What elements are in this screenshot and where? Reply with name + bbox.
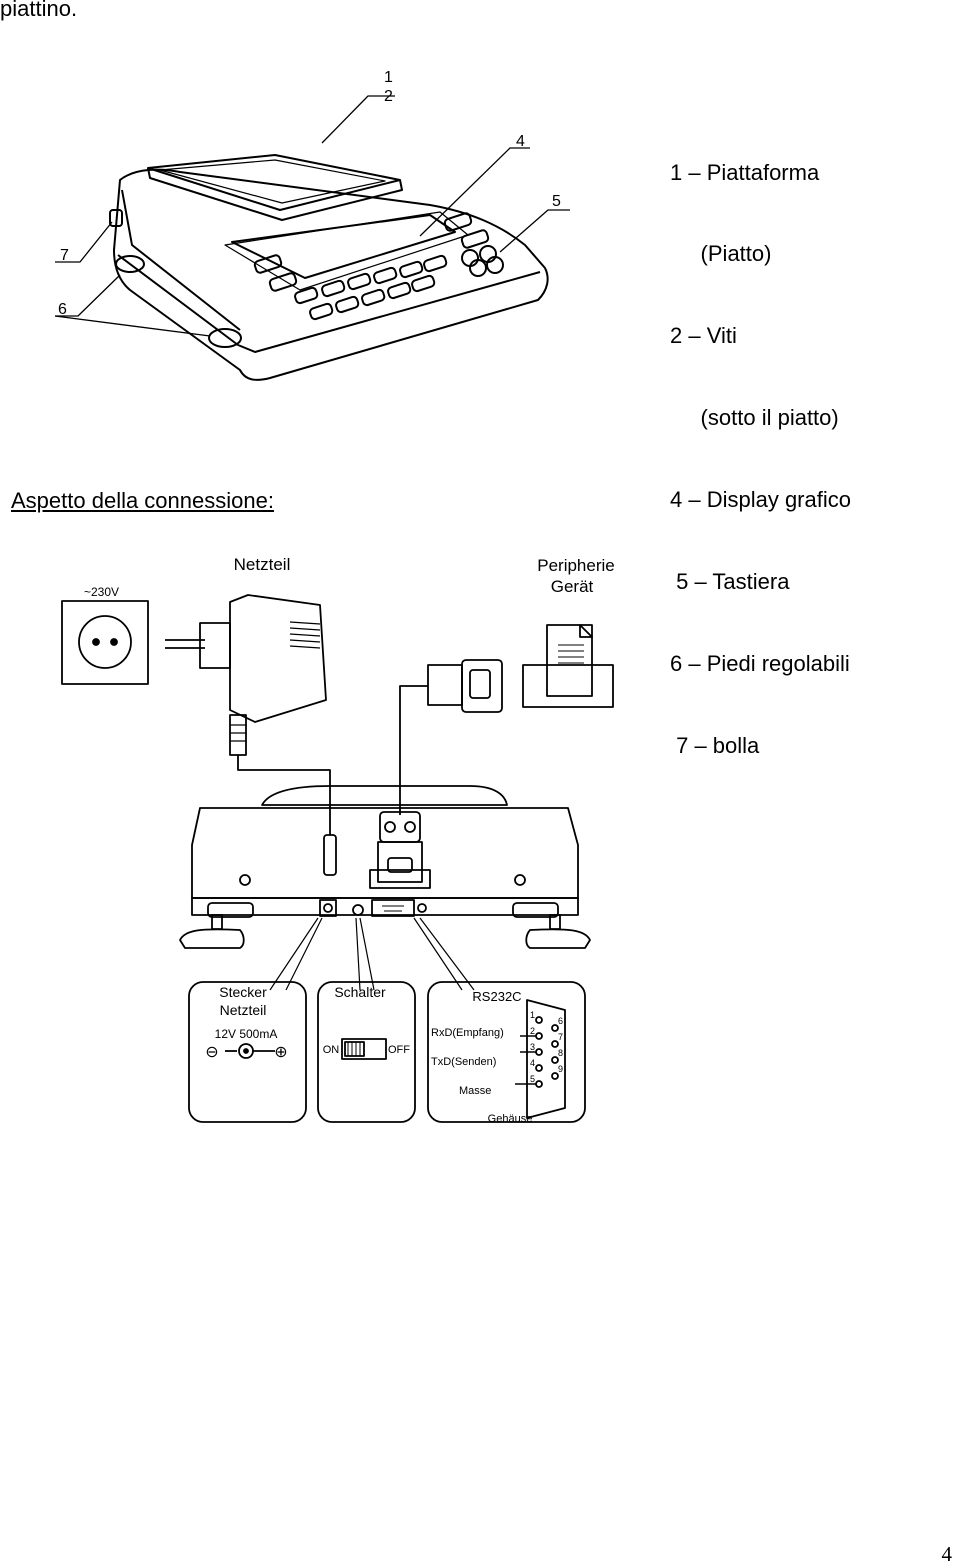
legend-item: 6 – Piedi regolabili <box>670 650 850 676</box>
legend-item: 2 – Viti <box>670 323 737 349</box>
pin-label: 4 <box>530 1058 535 1068</box>
legend-item: 4 – Display grafico <box>670 487 851 513</box>
legend-item: 7 – bolla <box>670 732 760 758</box>
callout-5: 5 <box>552 193 561 210</box>
rs232-title: RS232C <box>472 989 521 1004</box>
legend-item: (sotto il piatto) <box>670 405 839 431</box>
peripheral-device-label: Gerät <box>551 577 594 596</box>
voltage-label: ~230V <box>84 585 119 599</box>
pin-label: 1 <box>530 1010 535 1020</box>
rs232-panel <box>427 981 586 1123</box>
legend-item: (Piatto) <box>670 241 772 267</box>
pin-label: 7 <box>558 1032 563 1042</box>
switch-on-label: ON <box>323 1044 340 1056</box>
callout-2: 2 <box>384 88 393 105</box>
pin-label: 2 <box>530 1026 535 1036</box>
pin-label: 8 <box>558 1048 563 1058</box>
legend-item: 1 – Piattaforma <box>670 159 820 185</box>
txd-label: TxD(Senden) <box>431 1056 496 1068</box>
callout-7: 7 <box>60 247 69 264</box>
callout-1: 1 <box>384 69 393 86</box>
legend-item: 5 – Tastiera <box>670 569 790 595</box>
power-supply-label: Netzteil <box>234 555 291 574</box>
switch-title: Schalter <box>334 984 386 1000</box>
connection-diagram: Netzteil ~230V Peripherie Gerät Stecker … <box>61 555 615 1125</box>
ground-label: Masse <box>459 1085 491 1097</box>
plug-rating: 12V 500mA <box>215 1027 278 1041</box>
plug-panel <box>188 981 307 1123</box>
switch-panel <box>317 981 416 1123</box>
balance-figure: 1 2 4 5 7 6 <box>54 69 570 381</box>
callout-6: 6 <box>58 301 67 318</box>
plug-title: Stecker <box>219 984 267 1000</box>
pin-label: 5 <box>530 1074 535 1084</box>
rxd-label: RxD(Empfang) <box>431 1027 504 1039</box>
pin-label: 3 <box>530 1042 535 1052</box>
parts-legend: 1 – Piattaforma (Piatto) 2 – Viti (sotto… <box>670 104 851 786</box>
plug-subtitle: Netzteil <box>220 1002 267 1018</box>
pin-label: 9 <box>558 1064 563 1074</box>
peripheral-label: Peripherie <box>537 556 615 575</box>
switch-off-label: OFF <box>388 1044 410 1056</box>
plus-icon: ⊕ <box>274 1044 287 1061</box>
minus-icon: ⊖ <box>205 1044 218 1061</box>
connection-heading: Aspetto della connessione: <box>11 488 274 513</box>
continued-text: piattino. <box>0 0 78 21</box>
pin-label: 6 <box>558 1016 563 1026</box>
callout-4: 4 <box>516 133 525 150</box>
housing-label: Gehäuse <box>488 1113 533 1125</box>
page-number: 4 <box>941 1542 953 1566</box>
wall-socket <box>61 600 149 685</box>
